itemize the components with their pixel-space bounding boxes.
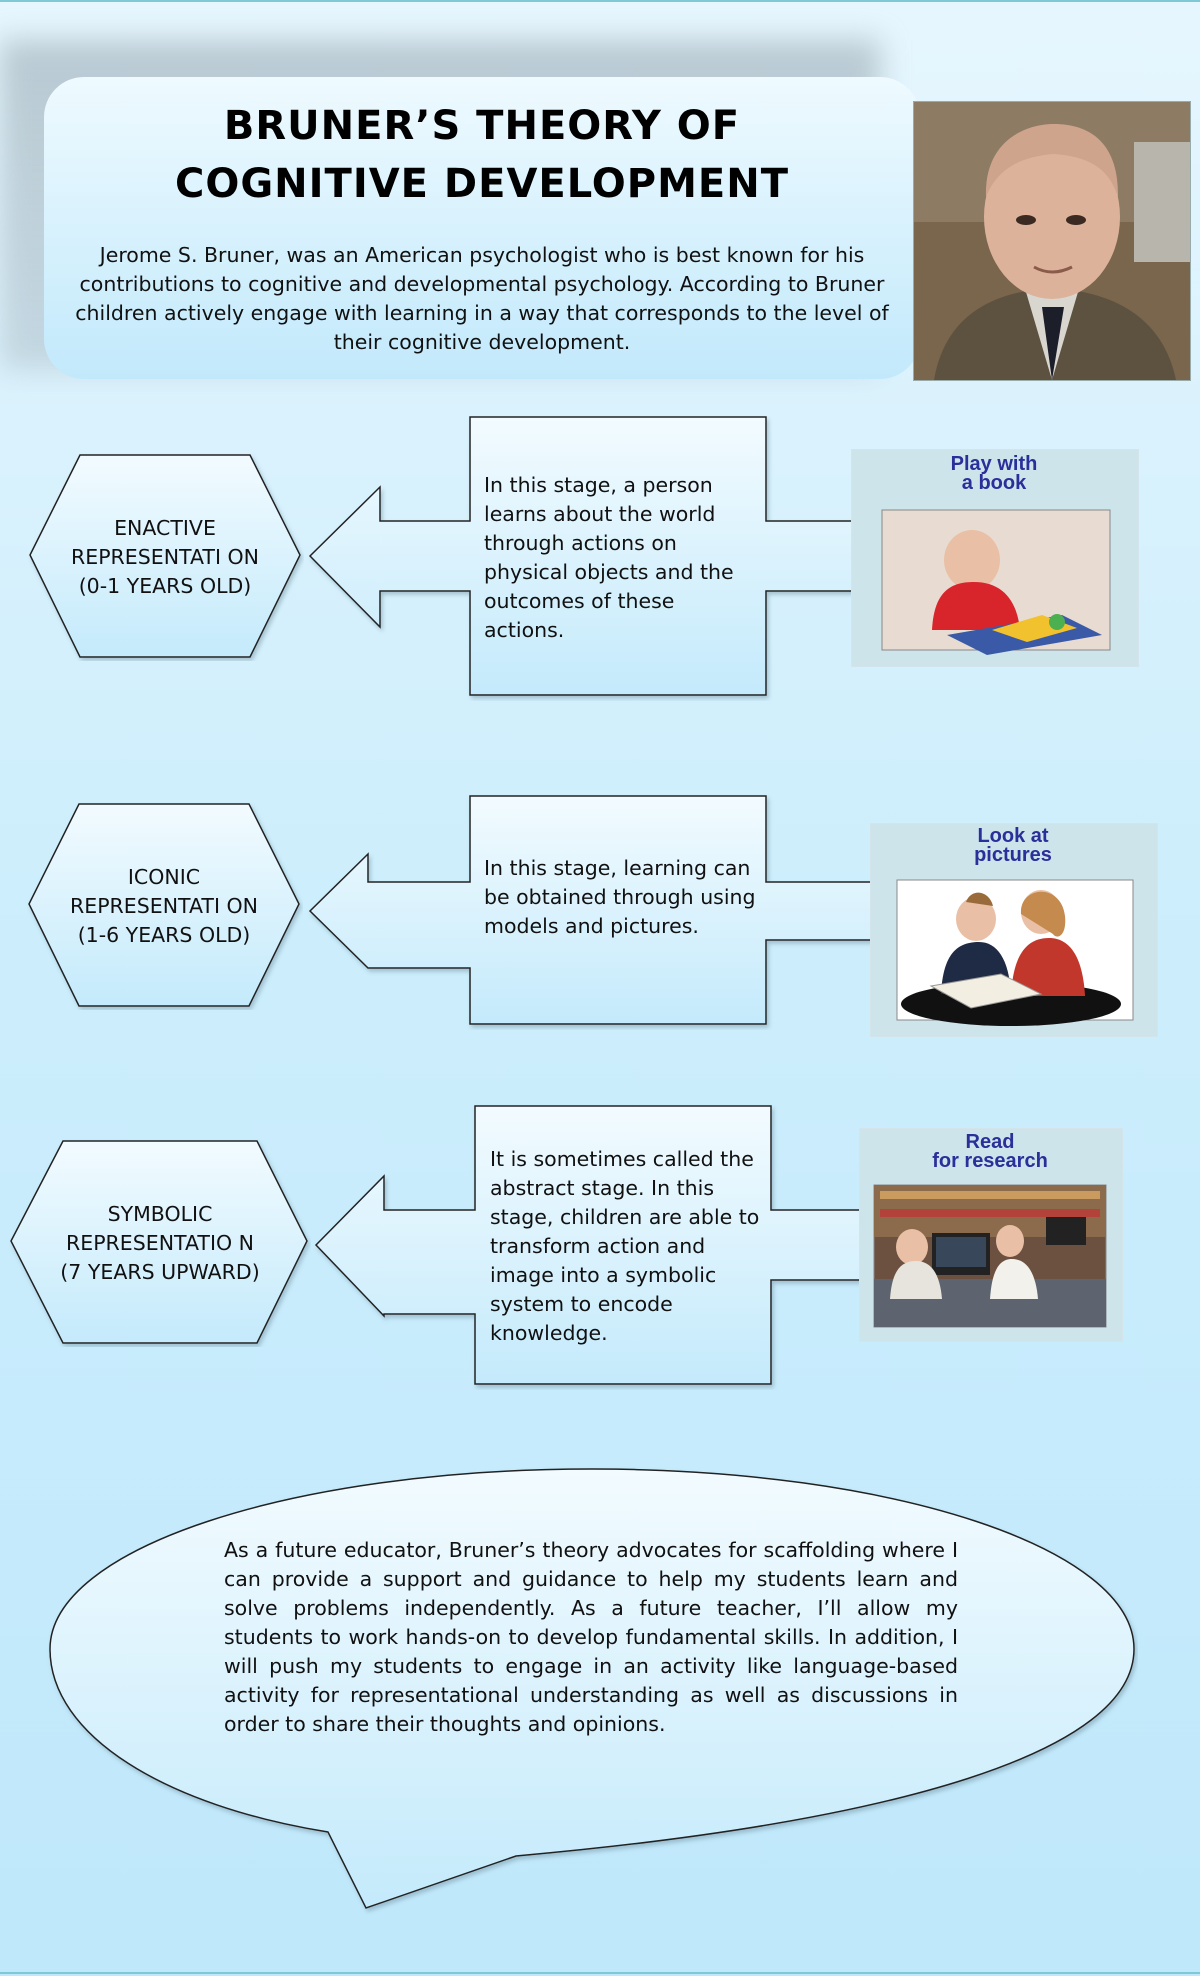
title-line-2: COGNITIVE DEVELOPMENT — [174, 161, 789, 207]
stage-2-description: In this stage, learning can be obtained … — [484, 856, 756, 938]
title-card: BRUNER’S THEORY OF COGNITIVE DEVELOPMENT… — [44, 77, 920, 379]
stage-3-description: It is sometimes called the abstract stag… — [490, 1147, 760, 1345]
caption-line-1: Play with — [950, 453, 1038, 475]
caption-line-1: Read — [965, 1131, 1015, 1153]
page-title: BRUNER’S THEORY OF COGNITIVE DEVELOPMENT — [44, 97, 920, 213]
stage-2-name: ICONIC REPRESENTATI ON (1-6 YEARS OLD) — [70, 864, 258, 947]
play-with-book-image — [851, 449, 1139, 667]
caption-line-2: for research — [932, 1150, 1048, 1172]
reflection-speech-bubble — [49, 1468, 1135, 1909]
read-for-research-image — [859, 1128, 1123, 1342]
stage-1-hexagon — [29, 454, 301, 658]
bottom-border — [0, 1972, 1200, 1974]
look-at-pictures-caption: Look at pictures — [870, 825, 1156, 866]
look-at-pictures-image — [870, 823, 1158, 1037]
read-for-research-caption: Read for research — [859, 1131, 1121, 1172]
stage-3-name: SYMBOLIC REPRESENTATIO N (7 YEARS UPWARD… — [60, 1201, 260, 1284]
caption-line-2: a book — [961, 472, 1027, 494]
reflection-text: As a future educator, Bruner’s theory ad… — [224, 1538, 958, 1736]
stage-1-description: In this stage, a person learns about the… — [484, 473, 734, 642]
stage-3-arrow-callout — [314, 1105, 861, 1385]
top-border — [0, 0, 1200, 2]
caption-line-2: pictures — [974, 844, 1052, 866]
stage-1-name: ENACTIVE REPRESENTATI ON (0-1 YEARS OLD) — [71, 515, 259, 598]
bruner-portrait-image — [913, 101, 1191, 381]
intro-paragraph: Jerome S. Bruner, was an American psycho… — [75, 243, 889, 354]
stage-3-hexagon — [10, 1140, 308, 1344]
stage-2-hexagon — [28, 803, 300, 1007]
stage-2-arrow-callout — [308, 795, 875, 1025]
caption-line-1: Look at — [977, 825, 1049, 847]
play-with-book-caption: Play with a book — [851, 453, 1137, 494]
stage-1-arrow-callout — [308, 416, 855, 696]
title-line-1: BRUNER’S THEORY OF — [223, 103, 741, 149]
